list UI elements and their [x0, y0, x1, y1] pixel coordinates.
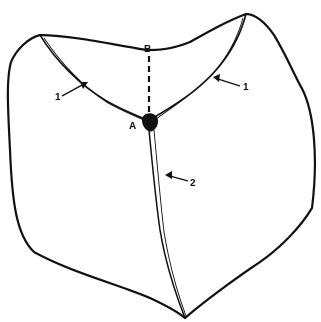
- lower-groove: [149, 130, 185, 318]
- arrow-edge-2: [165, 171, 188, 181]
- label-edge-1-left: 1: [55, 92, 61, 103]
- rim-right-groove-inner: [152, 18, 243, 122]
- label-edge-1-right: 1: [243, 82, 249, 93]
- label-a: A: [129, 121, 136, 132]
- outer-outline: [8, 14, 315, 318]
- label-b: B: [144, 44, 151, 55]
- rim-left-groove-inner: [44, 38, 148, 122]
- junction-node: [143, 114, 158, 131]
- label-edge-2: 2: [190, 178, 196, 189]
- right-arrow-edge-1: [213, 74, 240, 86]
- rim-right-groove: [150, 14, 246, 120]
- left-arrow-edge-1: [62, 82, 88, 96]
